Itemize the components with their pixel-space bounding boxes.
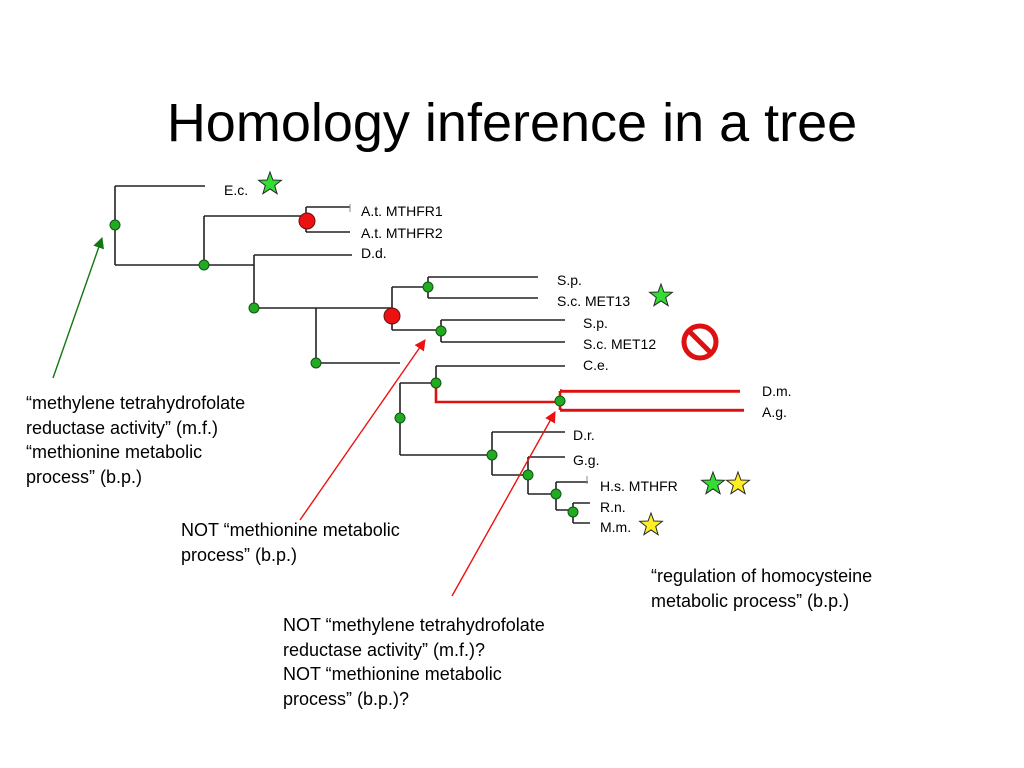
star-icon	[725, 470, 751, 495]
branch-ce	[435, 365, 565, 383]
annotation-homocysteine: “regulation of homocysteine metabolic pr…	[651, 564, 872, 613]
annotation-not-both: NOT “methylene tetrahydrofolate reductas…	[283, 613, 545, 711]
annotation-line: NOT “methionine metabolic	[283, 664, 502, 684]
leaf-label-dr: D.r.	[573, 427, 595, 443]
branch-root	[114, 185, 205, 266]
leaf-label-sp-met13: S.p.	[557, 272, 582, 288]
annotation-root: “methylene tetrahydrofolate reductase ac…	[26, 391, 245, 489]
green-arrow	[52, 236, 104, 379]
speciation-nodes	[109, 219, 579, 518]
annotation-line: reductase activity” (m.f.)	[26, 417, 219, 438]
red-arrow-methionine	[299, 339, 426, 521]
leaf-label-ec: E.c.	[224, 182, 249, 198]
branch-met12	[392, 319, 565, 343]
annotation-line: NOT “methylene tetrahydrofolate	[283, 615, 545, 635]
annotation-line: process” (b.p.)	[181, 544, 298, 565]
branch-met13	[392, 276, 538, 299]
branch-plants	[203, 215, 352, 308]
leaf-label-ce: C.e.	[583, 357, 609, 373]
annotation-line: reductase activity” (m.f.)?	[283, 639, 486, 660]
leaf-label-dd: D.d.	[361, 245, 387, 261]
star-icon	[257, 170, 283, 195]
branch-opisthokonts	[254, 307, 317, 363]
annotation-line: “regulation of homocysteine	[651, 566, 873, 586]
annotation-line: NOT “methionine metabolic	[181, 520, 400, 540]
leaf-label-at-mthfr2: A.t. MTHFR2	[361, 225, 443, 241]
star-icon	[700, 470, 726, 495]
leaf-label-at-mthfr1: A.t. MTHFR1	[361, 203, 443, 219]
annotation-not-methionine: NOT “methionine metabolic process” (b.p.…	[181, 518, 400, 567]
annotation-line: process” (b.p.)?	[283, 688, 410, 709]
branch-vertebrates	[491, 431, 565, 495]
duplication-nodes	[298, 212, 401, 325]
leaf-label-sp-met12: S.p.	[583, 315, 608, 331]
leaf-label-dm: D.m.	[762, 383, 792, 399]
annotation-line: “methionine metabolic	[26, 442, 203, 462]
branch-fungi	[316, 287, 393, 330]
leaf-label-mm: M.m.	[600, 519, 632, 535]
leaf-label-ag: A.g.	[762, 404, 787, 420]
tick-marks	[349, 204, 588, 484]
star-icon	[648, 282, 674, 307]
annotation-line: “methylene tetrahydrofolate	[26, 393, 246, 413]
red-arrow-insects	[451, 411, 556, 597]
leaf-label-hs-mthfr: H.s. MTHFR	[600, 478, 678, 494]
leaf-label-gg: G.g.	[573, 452, 600, 468]
annotation-line: process” (b.p.)	[26, 466, 143, 487]
leaf-label-rn: R.n.	[600, 499, 626, 515]
annotation-line: metabolic process” (b.p.)	[651, 590, 850, 611]
stars	[257, 170, 751, 536]
leaf-label-sc-met13: S.c. MET13	[557, 293, 631, 309]
insect-branches-red	[434, 383, 744, 412]
leaf-label-sc-met12: S.c. MET12	[583, 336, 657, 352]
no-entry-icon	[681, 323, 719, 361]
star-icon	[638, 511, 664, 536]
branch-animals	[316, 362, 492, 456]
slide-title: Homology inference in a tree	[166, 93, 858, 153]
